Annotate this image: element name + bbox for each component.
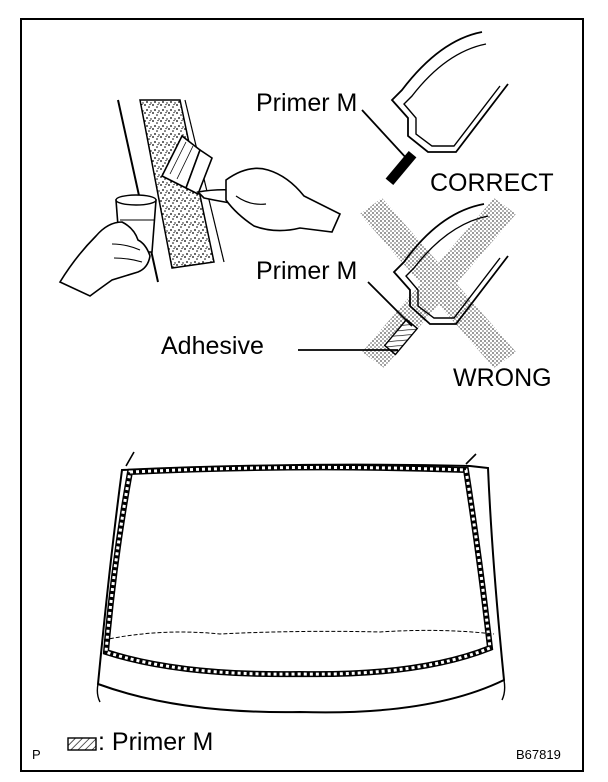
figure-code: B67819 [516, 747, 561, 762]
primer-cup-icon [115, 194, 157, 253]
primer-leader-line-top [361, 109, 409, 161]
right-hand-illustration [225, 167, 342, 233]
label-primer-m-top: Primer M [256, 89, 358, 117]
corner-mark: P [32, 747, 41, 762]
brush-application-illustration [58, 99, 342, 297]
primer-leader-line-mid [367, 281, 413, 327]
wrong-cross-mark-icon [360, 198, 516, 368]
windshield-illustration [96, 451, 506, 714]
wrong-application-profile [298, 198, 516, 368]
label-correct: CORRECT [430, 169, 554, 197]
left-hand-illustration [58, 221, 151, 297]
legend-label: : Primer M [98, 728, 214, 756]
label-adhesive: Adhesive [161, 332, 264, 360]
correct-application-profile [361, 31, 509, 186]
label-primer-m-mid: Primer M [256, 257, 358, 285]
legend-hatched-rectangle-icon [67, 737, 97, 751]
diagram-frame [20, 18, 584, 772]
glass-inner-line [184, 99, 225, 263]
primer-band-correct [385, 150, 417, 186]
label-wrong: WRONG [453, 364, 552, 392]
